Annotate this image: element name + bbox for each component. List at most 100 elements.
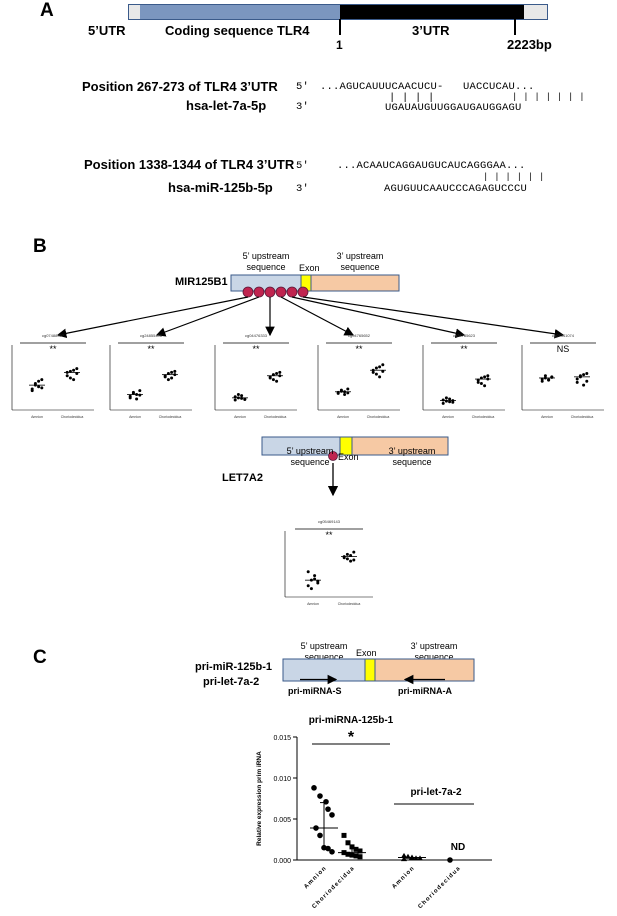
let7-plot-xlabel: Choriodecidua (338, 602, 361, 606)
coding-label: Coding sequence TLR4 (165, 23, 310, 38)
c-chart-point (409, 854, 415, 860)
panel-a-letter: A (40, 0, 54, 21)
let7-plot-point (352, 558, 356, 562)
mir125-site-position: Position 1338-1344 of TLR4 3’UTR (84, 157, 295, 172)
mir125-downstream-box (310, 274, 400, 292)
c-downstream-box (374, 658, 475, 682)
cpg-plot-3-point (233, 398, 237, 402)
c-chart-point (329, 812, 335, 818)
c-chart-point (353, 853, 359, 859)
cpg-plot-sig-6: NS (557, 344, 570, 354)
cpg-plot-sig-5: ** (460, 344, 468, 354)
cpg-plot-title-4: cg04765652 (348, 333, 371, 338)
panel-b-letter: B (33, 236, 47, 257)
cpg-plot-4-point (343, 393, 347, 397)
cpg-plot-1-point (75, 367, 79, 371)
cpg-plot-sig-3: ** (252, 344, 260, 354)
cpg-plot-1-xlabel: Choriodecidua (61, 415, 84, 419)
position1-label: 1 (336, 38, 343, 52)
cpg-plot-2-point (128, 394, 132, 398)
cpg-plot-title-5: cg24785623 (453, 333, 476, 338)
cpg-plot-2-point (166, 378, 170, 382)
utr3-label: 3’UTR (412, 23, 450, 38)
c-gene-label-1: pri-miR-125b-1 (195, 661, 273, 673)
let7-pairing-right: | | | | | | | (512, 92, 585, 102)
cpg-plot-4-xlabel: Choriodecidua (367, 415, 390, 419)
cpg-plot-3-xlabel: Choriodecidua (264, 415, 287, 419)
mir125-pairing: | | | | | | (483, 172, 545, 182)
let7-plot-sig: ** (325, 530, 333, 540)
cpg-arrow-2 (155, 296, 260, 337)
c-chart-point (345, 840, 351, 846)
cpg-plot-1-point (72, 378, 76, 382)
cpg-site-dot-5 (286, 286, 298, 298)
c-chart-point (341, 832, 347, 838)
let7-site-mrna-prefix: 5' (296, 81, 310, 93)
cpg-site-dot-3 (264, 286, 276, 298)
cpg-plot-title-3: cg04476333 (245, 333, 268, 338)
cpg-plot-sig-2: ** (147, 344, 155, 354)
cpg-plot-1-point (30, 387, 34, 391)
cpg-site-dot-2 (253, 286, 265, 298)
let7-plot-point (345, 552, 349, 556)
mir125-mirna-label: hsa-miR-125b-5p (168, 180, 273, 195)
let7-plot-point (345, 557, 349, 561)
c-chart-point (357, 848, 363, 854)
cpg-site-dot-4 (275, 286, 287, 298)
mir125-site-mrna-seq: ...ACAAUCAGGAUGUCAUCAGGGAA... (337, 160, 526, 172)
cpg-plot-3-point (278, 370, 282, 374)
c-gene-label-2: pri-let-7a-2 (203, 676, 260, 688)
cpg-plot-5-point (479, 381, 483, 385)
cpg-plot-5-point (486, 374, 490, 378)
primer-s-label: pri-miRNA-S (288, 686, 342, 696)
cpg-plot-1-point (40, 378, 44, 382)
c-chart-point (317, 832, 323, 839)
cpg-plot-6-point (585, 372, 589, 376)
c-chart-point (329, 849, 335, 855)
cpg-plot-5-point (476, 380, 480, 384)
cpg-site-dot-6 (297, 286, 309, 298)
c-upstream-box (282, 658, 366, 682)
cpg-plot-2-point (131, 390, 135, 394)
c-chart-point (323, 798, 329, 805)
cpg-plot-6-point (540, 379, 544, 383)
let7-exon-label: Exon (338, 452, 359, 462)
c-chart-ytick-label: 0.005 (273, 817, 291, 824)
cpg-plot-1-xlabel: Amnion (31, 415, 43, 419)
cpg-plot-title-1: cg07488397 (42, 333, 65, 338)
cpg-plot-5-point (441, 401, 445, 405)
c-chart-group-title-2: pri-let-7a-2 (410, 787, 462, 798)
let7-pairing-left: | | | | (389, 92, 435, 104)
cpg-plot-4-point (339, 388, 343, 392)
c-chart-point (325, 806, 331, 812)
c-downstream-label: 3’ upstream sequence (410, 641, 458, 662)
coding-segment (140, 5, 340, 19)
let7-plot-point (313, 574, 317, 578)
cpg-plot-5-point (441, 398, 445, 402)
let7-site-mrna-seq: ...AGUCAUUUCAACUCU- UACCUCAU... (320, 81, 535, 93)
mir125-downstream-label: 3’ upstream sequence (336, 251, 384, 272)
cpg-plot-6-point (582, 383, 586, 387)
cpg-plot-5-point (483, 375, 487, 379)
position-end-label: 2223bp (507, 37, 552, 52)
cpg-plot-5-point (448, 397, 452, 401)
cpg-arrow-5 (291, 296, 466, 338)
utr3-segment (340, 5, 524, 19)
let7-plot-point (309, 587, 313, 591)
c-chart-ylabel: Relative expression prim iRNA (256, 751, 263, 846)
cpg-plot-2-point (138, 389, 142, 393)
cpg-plot-4-point (378, 365, 382, 369)
let7-plot-xlabel: Amnion (307, 602, 319, 606)
c-exon-label: Exon (356, 648, 377, 658)
c-chart-point (317, 793, 323, 799)
let7-upstream-label: 5’ upstream sequence (286, 446, 334, 467)
cpg-plot-sig-1: ** (49, 344, 57, 354)
utr3-end-segment (524, 5, 547, 19)
cpg-plot-3-point (240, 394, 244, 398)
cpg-plot-6-xlabel: Choriodecidua (571, 415, 594, 419)
cpg-plot-3-point (271, 378, 275, 382)
c-chart-point (401, 852, 407, 858)
cpg-plot-5-point (444, 399, 448, 403)
cpg-plot-5-xlabel: Amnion (442, 415, 454, 419)
